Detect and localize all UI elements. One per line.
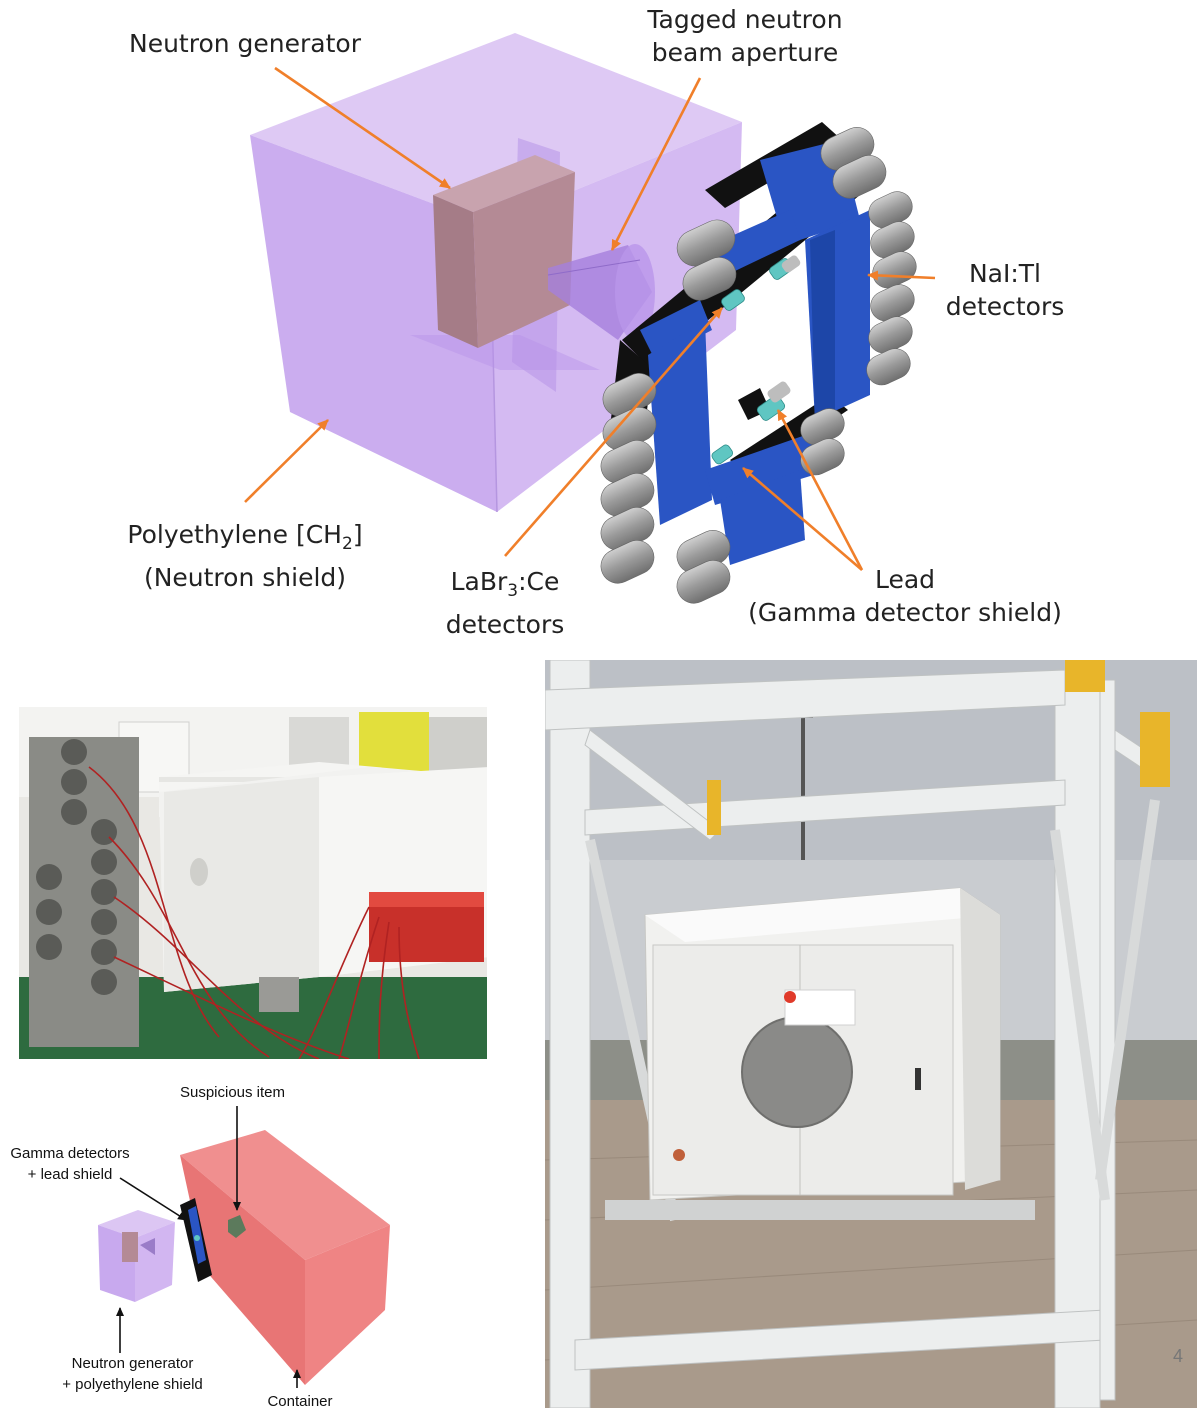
label-nai-detectors: NaI:Tl detectors — [915, 257, 1095, 323]
label-polyethylene-line2: (Neutron shield) — [143, 563, 347, 592]
label-generator-line2: + polyethylene shield — [62, 1376, 203, 1393]
label-labr-line1: LaBr3:Ce — [420, 565, 590, 608]
label-lead-line1: Lead — [874, 565, 936, 594]
label-labr-line1-suffix: :Ce — [518, 567, 560, 596]
label-polyethylene-subscript: 2 — [341, 534, 353, 554]
label-polyethylene-line1: Polyethylene [CH2] — [95, 518, 395, 561]
label-nai-line1: NaI:Tl — [968, 259, 1042, 288]
label-container: Container — [267, 1393, 333, 1410]
port-photo-graphic — [545, 660, 1197, 1408]
detector-assembly — [600, 122, 917, 604]
top-diagram: Neutron generator Tagged neutron beam ap… — [0, 0, 1200, 650]
label-gamma-line1: Gamma detectors — [10, 1145, 130, 1162]
label-suspicious-item: Suspicious item — [179, 1084, 286, 1101]
label-lead-line2: (Gamma detector shield) — [748, 598, 1062, 627]
label-nai-line2: detectors — [945, 292, 1065, 321]
aperture-cone — [547, 244, 655, 340]
label-lead: Lead (Gamma detector shield) — [730, 563, 1080, 629]
label-beam-aperture: Tagged neutron beam aperture — [600, 3, 890, 69]
label-labr-detectors: LaBr3:Ce detectors — [420, 565, 590, 641]
label-gamma-detectors: Gamma detectors + lead shield — [0, 1143, 140, 1185]
label-polyethylene-line1-close: ] — [352, 520, 363, 549]
label-beam-aperture-line2: beam aperture — [651, 38, 839, 67]
container-schematic: Suspicious item Gamma detectors + lead s… — [0, 1070, 540, 1411]
page-number: 4 — [1173, 1346, 1184, 1366]
label-labr-line1-text: LaBr — [450, 567, 508, 596]
label-polyethylene: Polyethylene [CH2] (Neutron shield) — [95, 518, 395, 594]
label-generator-line1: Neutron generator — [71, 1355, 194, 1372]
suspicious-item-mini — [228, 1215, 246, 1238]
container-box — [180, 1130, 390, 1385]
top-diagram-graphic — [244, 33, 936, 604]
neutron-generator-block — [433, 155, 575, 348]
annotation-arrows — [244, 66, 936, 571]
label-labr-line2: detectors — [445, 610, 565, 639]
label-polyethylene-line1-text: Polyethylene [CH — [127, 520, 342, 549]
generator-mini — [98, 1210, 175, 1302]
lab-photo-graphic — [19, 707, 487, 1059]
label-neutron-generator: Neutron generator — [129, 29, 361, 58]
port-photo: 4 — [545, 660, 1197, 1408]
label-beam-aperture-line1: Tagged neutron — [647, 5, 843, 34]
label-gamma-line2: + lead shield — [27, 1166, 113, 1183]
label-labr-subscript: 3 — [507, 581, 519, 601]
label-generator-shield: Neutron generator + polyethylene shield — [45, 1353, 220, 1395]
gamma-detector-mini — [180, 1198, 212, 1282]
container-schematic-graphic — [98, 1106, 390, 1388]
lab-photo — [19, 707, 487, 1059]
